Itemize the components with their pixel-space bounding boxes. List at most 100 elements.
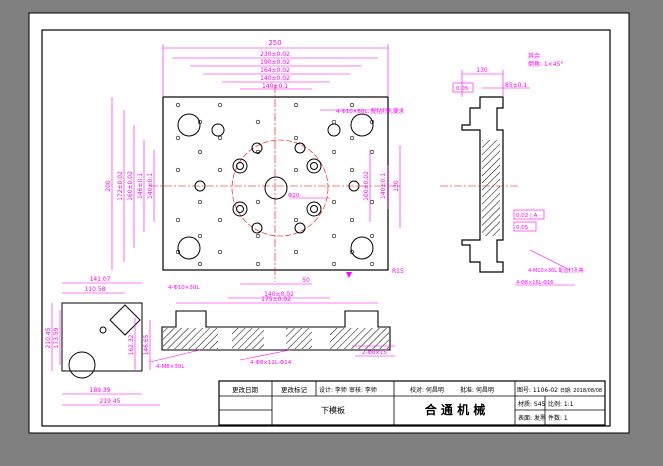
tapped-hole bbox=[293, 217, 299, 223]
plan-dim-bottom-1: 140±0.02 bbox=[264, 291, 294, 298]
datum-marker-plan bbox=[346, 272, 352, 278]
tapped-hole bbox=[369, 233, 375, 239]
insert-dim-7: 189.39 bbox=[90, 387, 111, 394]
tol-box-2 bbox=[513, 209, 545, 220]
tapped-hole bbox=[255, 261, 261, 267]
side-callout-1: 4-M10×30L 配合打孔等 bbox=[528, 267, 584, 274]
hole-callout-3: R15 bbox=[392, 268, 404, 275]
section-hatch-4 bbox=[330, 328, 389, 349]
company-name: 合 通 机 械 bbox=[425, 402, 486, 417]
tapped-hole bbox=[197, 199, 203, 205]
insert-diamond bbox=[109, 304, 141, 336]
tol-box-3-text: 0.05 bbox=[516, 225, 529, 231]
section-hatch-1 bbox=[163, 328, 218, 349]
plan-dim-right-3: 100±0.02 bbox=[363, 171, 370, 201]
section-hatch-3 bbox=[286, 328, 312, 349]
insert-dim-4: 173.59 bbox=[53, 327, 60, 348]
guide-hole-br bbox=[350, 236, 374, 260]
side-callout-2: 4-Φ8×16L-Φ16 bbox=[516, 280, 553, 286]
tol-box-3 bbox=[513, 221, 537, 232]
drawing-sheet bbox=[28, 12, 630, 434]
plan-dim-top-5: 140±0.1 bbox=[262, 83, 288, 90]
guide-hole-tr bbox=[350, 113, 374, 137]
plan-dim-left-4: 146±0.1 bbox=[137, 173, 144, 199]
tapped-holes-grid bbox=[175, 102, 375, 267]
title-block: 更改日期 更改标记 设计: 李师 审核: 李师 校对: 何昌明 批准: 何昌明 … bbox=[218, 380, 606, 426]
tapped-hole bbox=[293, 135, 299, 141]
insert-dim-1: 141.07 bbox=[90, 276, 111, 283]
tapped-hole bbox=[197, 261, 203, 267]
tapped-hole bbox=[175, 102, 181, 108]
insert-dim-8: 219.45 bbox=[100, 398, 121, 405]
tapped-hole bbox=[217, 249, 223, 255]
surface-finish: 表面: 发黑 bbox=[518, 414, 546, 422]
tapped-hole bbox=[331, 119, 337, 125]
plan-dim-left-2: 172±0.02 bbox=[117, 171, 124, 201]
checker: 审核: 李师 bbox=[349, 386, 377, 394]
section-dim-3: 4-Φ8×12L-Φ14 bbox=[250, 360, 292, 366]
tapped-hole bbox=[349, 217, 355, 223]
drawing-number: 图号: 1106-02 bbox=[517, 387, 558, 394]
tol-box-1 bbox=[452, 82, 474, 93]
insert-dim-3: 210.45 bbox=[45, 327, 52, 348]
drawing-date: 日期: 2018/08/08 bbox=[560, 388, 602, 394]
plan-dim-top-3: 164±0.02 bbox=[260, 67, 290, 74]
plan-dim-top-2: 190±0.02 bbox=[260, 59, 290, 66]
tapped-hole bbox=[217, 135, 223, 141]
section-view: 175±0.02 4-M8×30L 4-Φ8×12L-Φ14 2-Φ8×15 bbox=[149, 296, 395, 370]
plan-dim-top-1: 230±0.02 bbox=[260, 51, 290, 58]
plan-dim-left-5: 140±0.1 bbox=[147, 173, 154, 199]
plan-dim-left-3: 160±0.02 bbox=[127, 171, 134, 201]
plan-dim-top-4: 140±0.02 bbox=[260, 75, 290, 82]
guide-hole-bl bbox=[177, 236, 201, 260]
section-hatch-2 bbox=[232, 328, 264, 349]
plan-dim-right-1: 120 bbox=[393, 180, 400, 192]
overall-width-dim: 250 bbox=[268, 39, 281, 47]
tapped-hole bbox=[255, 199, 261, 205]
center-hole bbox=[264, 176, 288, 200]
tapped-hole bbox=[331, 233, 337, 239]
approver: 批准: 何昌明 bbox=[460, 386, 494, 394]
hole-callout-4: Φ20 bbox=[288, 193, 300, 199]
tapped-hole bbox=[217, 217, 223, 223]
side-shoulder-dim: 85±0.1 bbox=[505, 82, 527, 89]
tapped-hole bbox=[255, 149, 261, 155]
chamfer-note-2: 倒角: 1×45° bbox=[528, 60, 563, 68]
part-name: 下模板 bbox=[321, 405, 345, 415]
tapped-hole bbox=[217, 167, 223, 173]
tapped-hole bbox=[255, 233, 261, 239]
hole-callout-2: 4-Φ10×30L bbox=[168, 285, 200, 291]
side-profile bbox=[461, 96, 504, 273]
insert-view: 141.07 110.58 210.45 173.59 162.32 146.6… bbox=[45, 276, 160, 406]
proofreader: 校对: 何昌明 bbox=[410, 386, 444, 394]
tapped-hole bbox=[197, 233, 203, 239]
tapped-hole bbox=[369, 119, 375, 125]
tapped-hole bbox=[175, 249, 181, 255]
tapped-hole bbox=[175, 135, 181, 141]
tapped-hole bbox=[217, 102, 223, 108]
locating-hole-r bbox=[348, 180, 360, 192]
side-view: 130 85±0.1 0.05 0.02 | A 0.05 其余 倒角: 1×4… bbox=[440, 52, 584, 286]
tapped-hole bbox=[175, 167, 181, 173]
revision-date: 更改日期 bbox=[232, 385, 259, 394]
tapped-hole bbox=[349, 249, 355, 255]
locating-hole-l bbox=[194, 180, 206, 192]
scale: 比例: 1:1 bbox=[548, 400, 574, 408]
guide-hole-tl bbox=[177, 113, 201, 137]
tapped-hole bbox=[255, 119, 261, 125]
section-dim-2: 4-M8×30L bbox=[156, 364, 185, 370]
tapped-hole bbox=[331, 261, 337, 267]
insert-hole-large bbox=[68, 351, 96, 379]
insert-dim-2: 110.58 bbox=[85, 286, 106, 293]
tapped-hole bbox=[331, 149, 337, 155]
side-hatch bbox=[482, 140, 500, 236]
revision-mark: 更改标记 bbox=[281, 385, 308, 394]
tapped-hole bbox=[197, 119, 203, 125]
plan-dim-bottom-2: 50 bbox=[302, 277, 310, 284]
tapped-hole bbox=[293, 167, 299, 173]
tapped-hole bbox=[293, 249, 299, 255]
insert-outline bbox=[61, 302, 143, 372]
section-outline bbox=[161, 310, 391, 351]
chamfer-note-1: 其余 bbox=[528, 52, 540, 60]
